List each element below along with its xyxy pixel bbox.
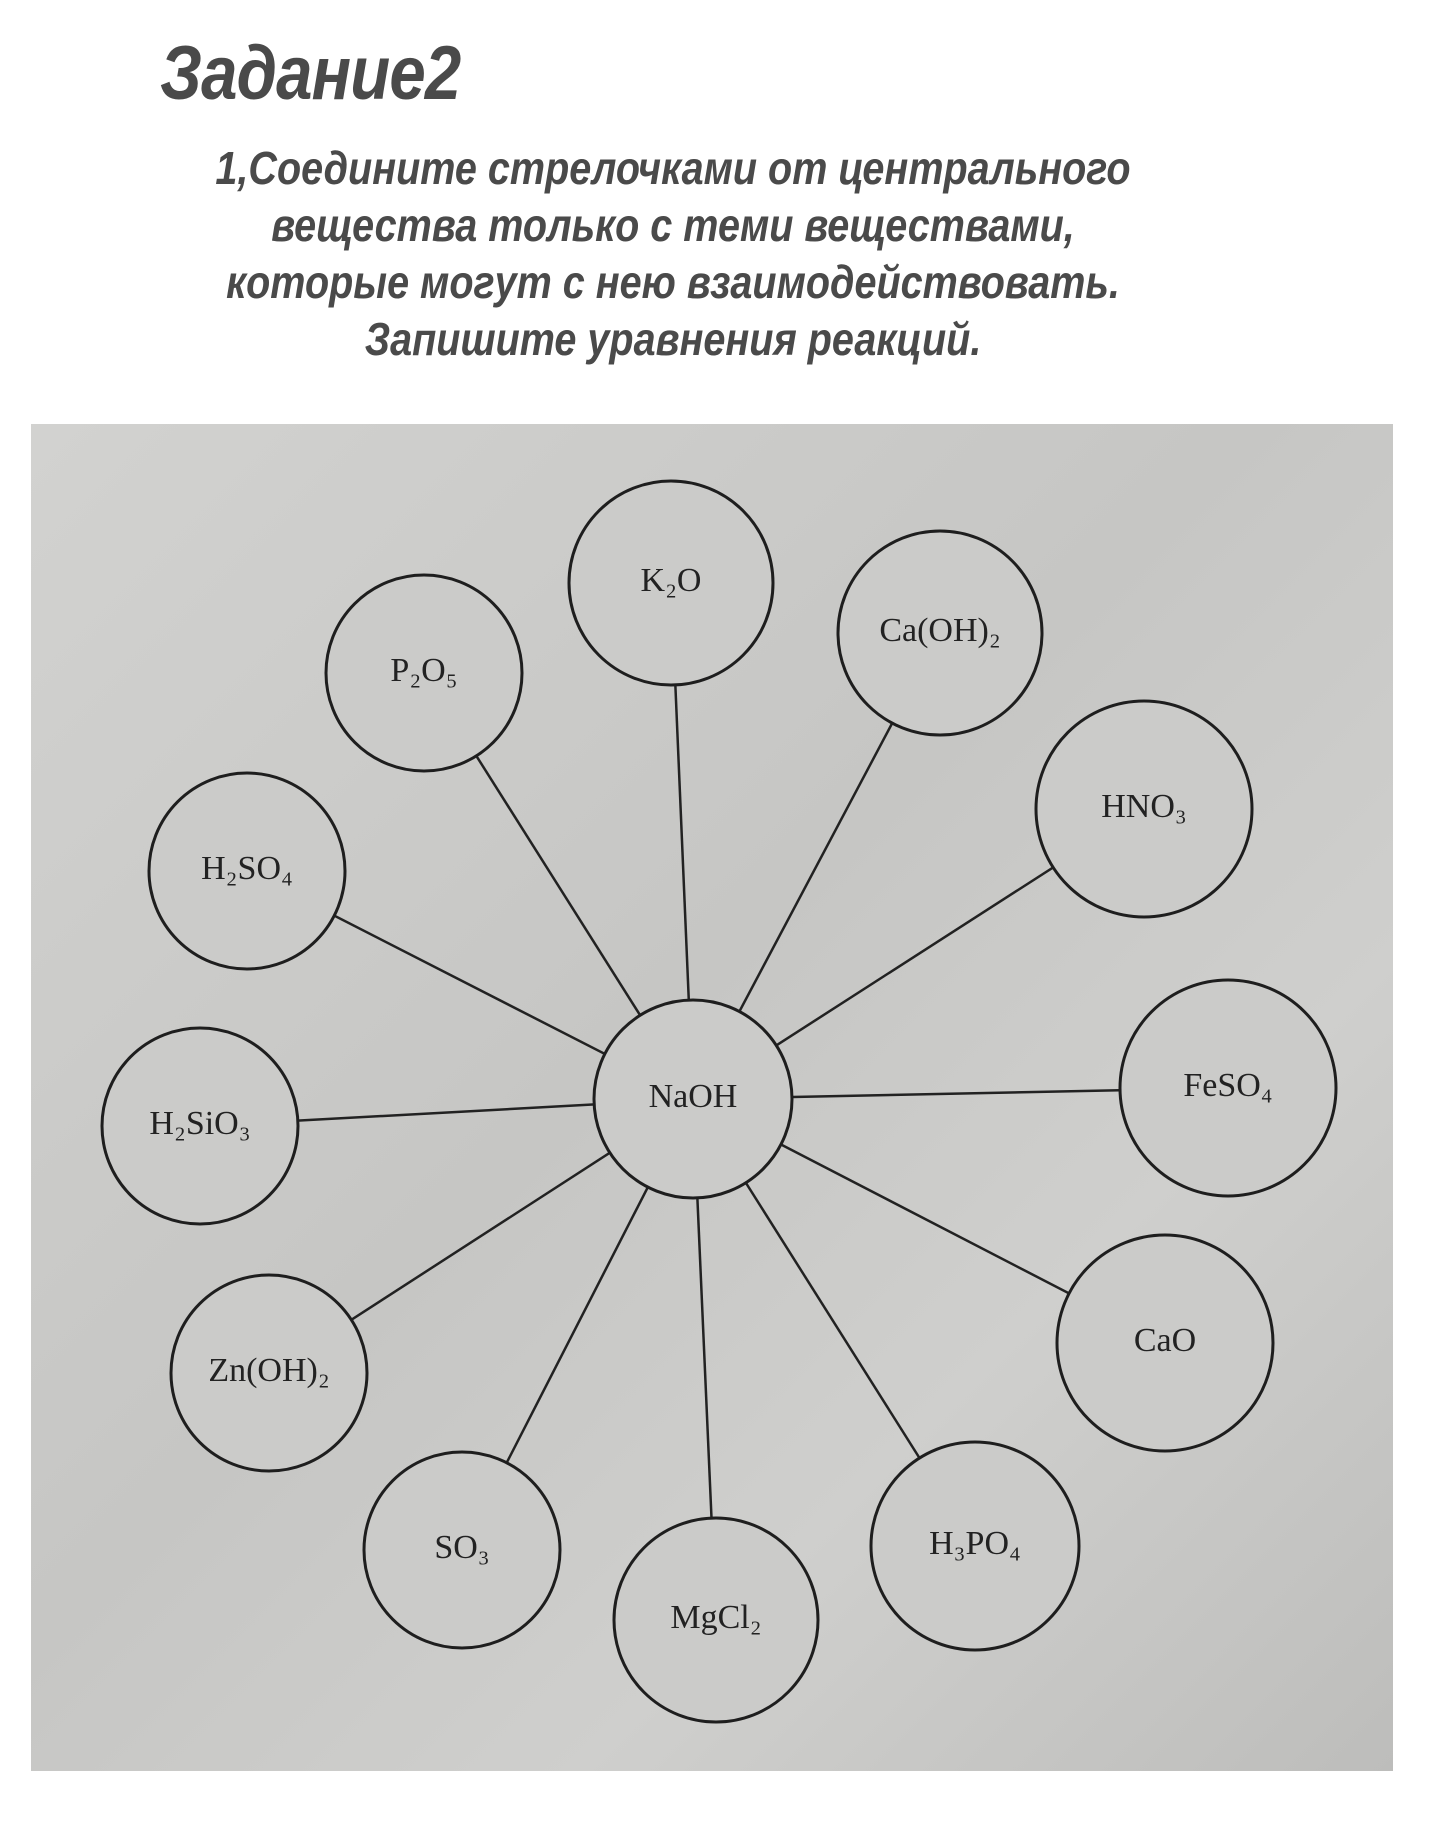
substance-node[interactable]: H₂SiO₃ xyxy=(100,1026,300,1226)
substance-node[interactable]: H₃PO₄ xyxy=(869,1440,1081,1652)
substance-circle xyxy=(869,1440,1081,1652)
substance-label: HNO₃ xyxy=(1101,788,1187,825)
instruction-line: 1,Соедините стрелочками от центрального xyxy=(215,142,1131,194)
substance-node[interactable]: P₂O₅ xyxy=(324,573,524,773)
substance-label: CaO xyxy=(1134,1322,1196,1359)
substance-label: K₂O xyxy=(641,562,702,599)
substance-circle xyxy=(592,998,794,1200)
substance-node[interactable]: H₂SO₄ xyxy=(147,771,347,971)
substance-node[interactable]: K₂O xyxy=(567,479,775,687)
substance-node[interactable]: Zn(OH)₂ xyxy=(169,1273,369,1473)
substance-label: NaOH xyxy=(649,1078,738,1115)
substance-label: SO₃ xyxy=(434,1529,489,1566)
substance-circle xyxy=(324,573,524,773)
substance-label: H₂SO₄ xyxy=(201,850,293,887)
substance-circle xyxy=(147,771,347,971)
substance-circle xyxy=(836,529,1044,737)
center-substance-node[interactable]: NaOH xyxy=(592,998,794,1200)
substance-circle xyxy=(567,479,775,687)
substance-label: FeSO₄ xyxy=(1183,1067,1272,1104)
instruction-line: вещества только с теми веществами, xyxy=(271,199,1075,251)
substance-circle xyxy=(169,1273,369,1473)
substance-circle xyxy=(362,1450,562,1650)
substance-circle xyxy=(1055,1233,1275,1453)
substance-label: H₃PO₄ xyxy=(929,1525,1021,1562)
substance-circle xyxy=(612,1516,820,1724)
substance-node[interactable]: Ca(OH)₂ xyxy=(836,529,1044,737)
instruction-line: Запишите уравнения реакций. xyxy=(364,313,982,365)
substance-label: P₂O₅ xyxy=(390,652,457,689)
substance-node[interactable]: SO₃ xyxy=(362,1450,562,1650)
substance-label: H₂SiO₃ xyxy=(149,1105,250,1142)
substance-label: Zn(OH)₂ xyxy=(208,1352,329,1389)
substance-label: Ca(OH)₂ xyxy=(879,612,1000,649)
substance-node[interactable]: FeSO₄ xyxy=(1118,978,1338,1198)
substance-node[interactable]: MgCl₂ xyxy=(612,1516,820,1724)
task-title: Задание2 xyxy=(160,31,461,116)
substance-node[interactable]: CaO xyxy=(1055,1233,1275,1453)
substance-label: MgCl₂ xyxy=(670,1599,761,1636)
instruction-line: которые могут с нею взаимодействовать. xyxy=(226,256,1120,308)
task-instructions: 1,Соедините стрелочками от центрального … xyxy=(0,140,1346,368)
substance-circle xyxy=(1034,699,1254,919)
substance-node[interactable]: HNO₃ xyxy=(1034,699,1254,919)
substance-circle xyxy=(1118,978,1338,1198)
substance-circle xyxy=(100,1026,300,1226)
